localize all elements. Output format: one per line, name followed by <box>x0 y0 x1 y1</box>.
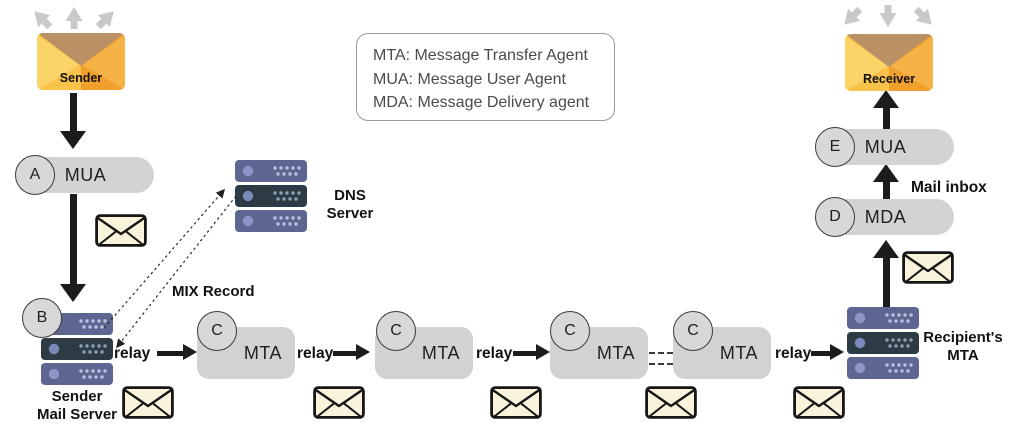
ellipsis-dashes <box>649 363 673 365</box>
receiver-label: Receiver <box>862 72 916 86</box>
mail-icon <box>490 386 542 419</box>
step-badge-d: D <box>815 197 855 237</box>
node-mda-label: MDA <box>864 206 907 227</box>
legend-line-mda: MDA: Message Delivery agent <box>373 94 590 111</box>
dns-query-arrow <box>103 188 225 329</box>
receiver-envelope-icon: Receiver <box>845 34 933 91</box>
relay-label-2: relay <box>297 345 334 362</box>
step-badge-a: A <box>15 155 55 195</box>
relay-label-1: relay <box>114 345 151 362</box>
legend-line-mua: MUA: Message User Agent <box>373 70 566 88</box>
relay-label-4: relay <box>775 345 812 362</box>
mail-icon <box>902 251 954 284</box>
outgoing-arrows-icon <box>28 5 120 33</box>
legend-box: MTA: Message Transfer Agent MUA: Message… <box>356 33 615 121</box>
mail-inbox-label: Mail inbox <box>911 179 987 196</box>
step-badge-b: B <box>22 298 62 338</box>
step-badge-c1: C <box>197 311 237 351</box>
recipient-mta-label: Recipient's MTA <box>923 329 1003 364</box>
mail-icon <box>793 386 845 419</box>
node-mta-3: MTA <box>550 327 648 379</box>
step-badge-c4: C <box>673 311 713 351</box>
sender-envelope-icon: Sender <box>37 33 125 90</box>
mail-icon <box>122 386 174 419</box>
recipient-mta-server-icon <box>847 307 919 379</box>
node-mua-sender-label: MUA <box>64 164 107 185</box>
sender-label: Sender <box>59 71 103 85</box>
mix-record-label: MIX Record <box>172 283 255 300</box>
sender-mail-server-label: Sender Mail Server <box>36 388 118 423</box>
mail-icon <box>645 386 697 419</box>
step-badge-c2: C <box>376 311 416 351</box>
dns-server-label: DNS Server <box>326 187 374 222</box>
step-badge-c3: C <box>550 311 590 351</box>
mail-icon <box>313 386 365 419</box>
relay-label-3: relay <box>476 345 513 362</box>
dns-server-icon <box>235 160 307 232</box>
step-badge-e: E <box>815 127 855 167</box>
dns-response-arrow <box>116 195 237 349</box>
legend-line-mta: MTA: Message Transfer Agent <box>373 47 588 64</box>
ellipsis-dashes <box>649 352 673 354</box>
node-mua-receiver-label: MUA <box>864 136 907 157</box>
dns-lookup-arrows <box>103 188 237 349</box>
incoming-arrows-icon <box>840 3 936 31</box>
